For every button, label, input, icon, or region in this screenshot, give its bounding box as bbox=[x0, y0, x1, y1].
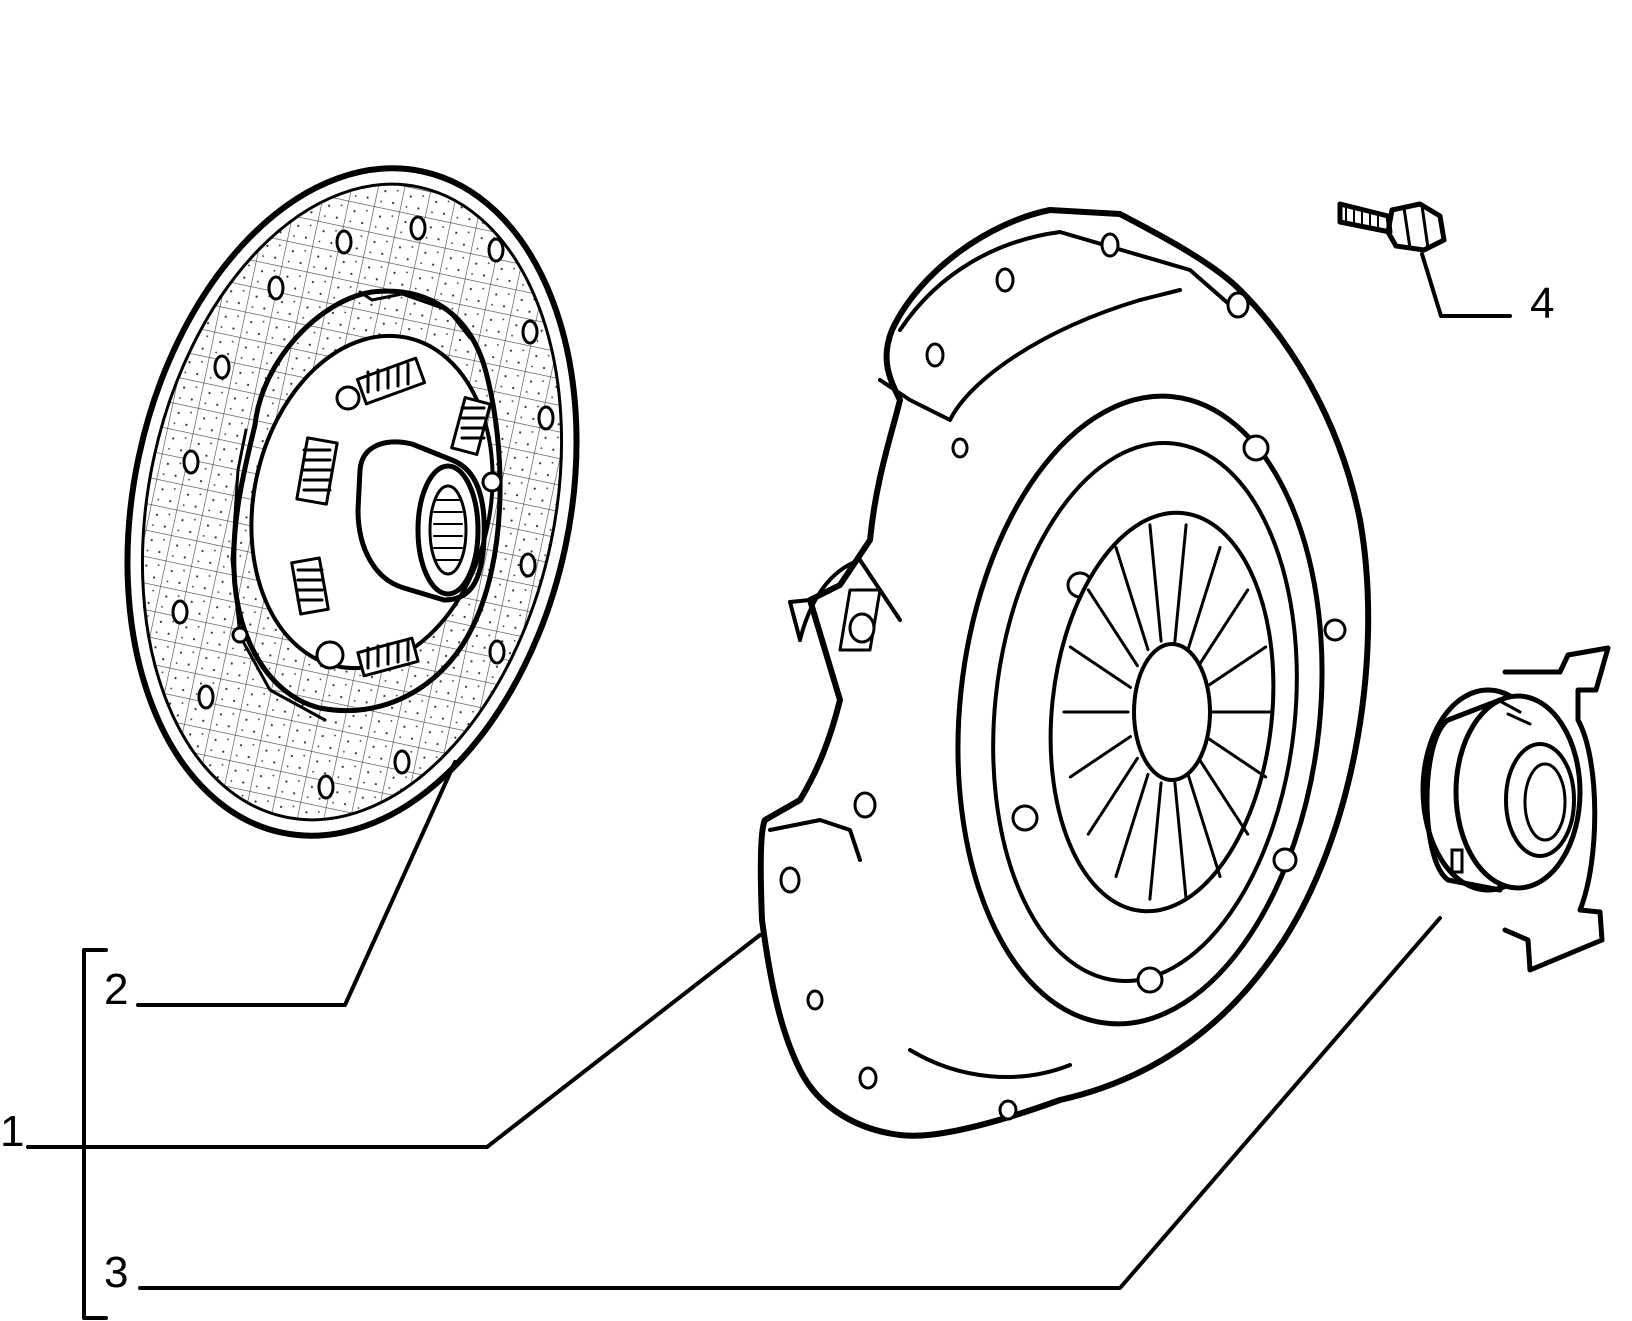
spring-finger bbox=[1068, 645, 1132, 689]
spring-finger bbox=[1204, 645, 1268, 689]
callout-labels: 1 2 3 4 bbox=[0, 279, 1554, 1297]
callout-1: 1 bbox=[0, 1107, 24, 1156]
spring-finger bbox=[1173, 781, 1188, 901]
callout-2: 2 bbox=[104, 965, 128, 1014]
spring-finger bbox=[1148, 523, 1163, 643]
release-bearing bbox=[1420, 645, 1611, 973]
leader-lines bbox=[26, 252, 1512, 1320]
damper-springs bbox=[290, 356, 492, 678]
spring-finger bbox=[1068, 735, 1132, 779]
cover-bolt-holes bbox=[779, 232, 1250, 1121]
spring-finger bbox=[1197, 756, 1250, 836]
spring-finger bbox=[1186, 546, 1222, 652]
spring-finger bbox=[1086, 588, 1139, 668]
callout-4: 4 bbox=[1530, 279, 1554, 328]
callout-3: 3 bbox=[104, 1248, 128, 1297]
spring-finger bbox=[1204, 735, 1268, 779]
leader-part-2 bbox=[136, 760, 457, 1007]
leader-part-3 bbox=[138, 916, 1442, 1290]
spring-finger bbox=[1086, 756, 1139, 836]
leader-part-1 bbox=[26, 933, 762, 1149]
disc-rivet-holes bbox=[171, 215, 555, 800]
assembly-bracket bbox=[82, 948, 108, 1320]
diaphragm-spring bbox=[1048, 510, 1276, 914]
leader-part-4 bbox=[1420, 252, 1512, 318]
spring-finger bbox=[1186, 772, 1222, 878]
spring-finger bbox=[1114, 772, 1150, 878]
spring-finger bbox=[1173, 523, 1188, 643]
bolt bbox=[1337, 201, 1447, 253]
spring-finger bbox=[1114, 546, 1150, 652]
spring-finger bbox=[1148, 781, 1163, 901]
spring-finger bbox=[1197, 588, 1250, 668]
clutch-disc bbox=[124, 165, 580, 839]
pressure-plate-cover bbox=[757, 207, 1372, 1139]
